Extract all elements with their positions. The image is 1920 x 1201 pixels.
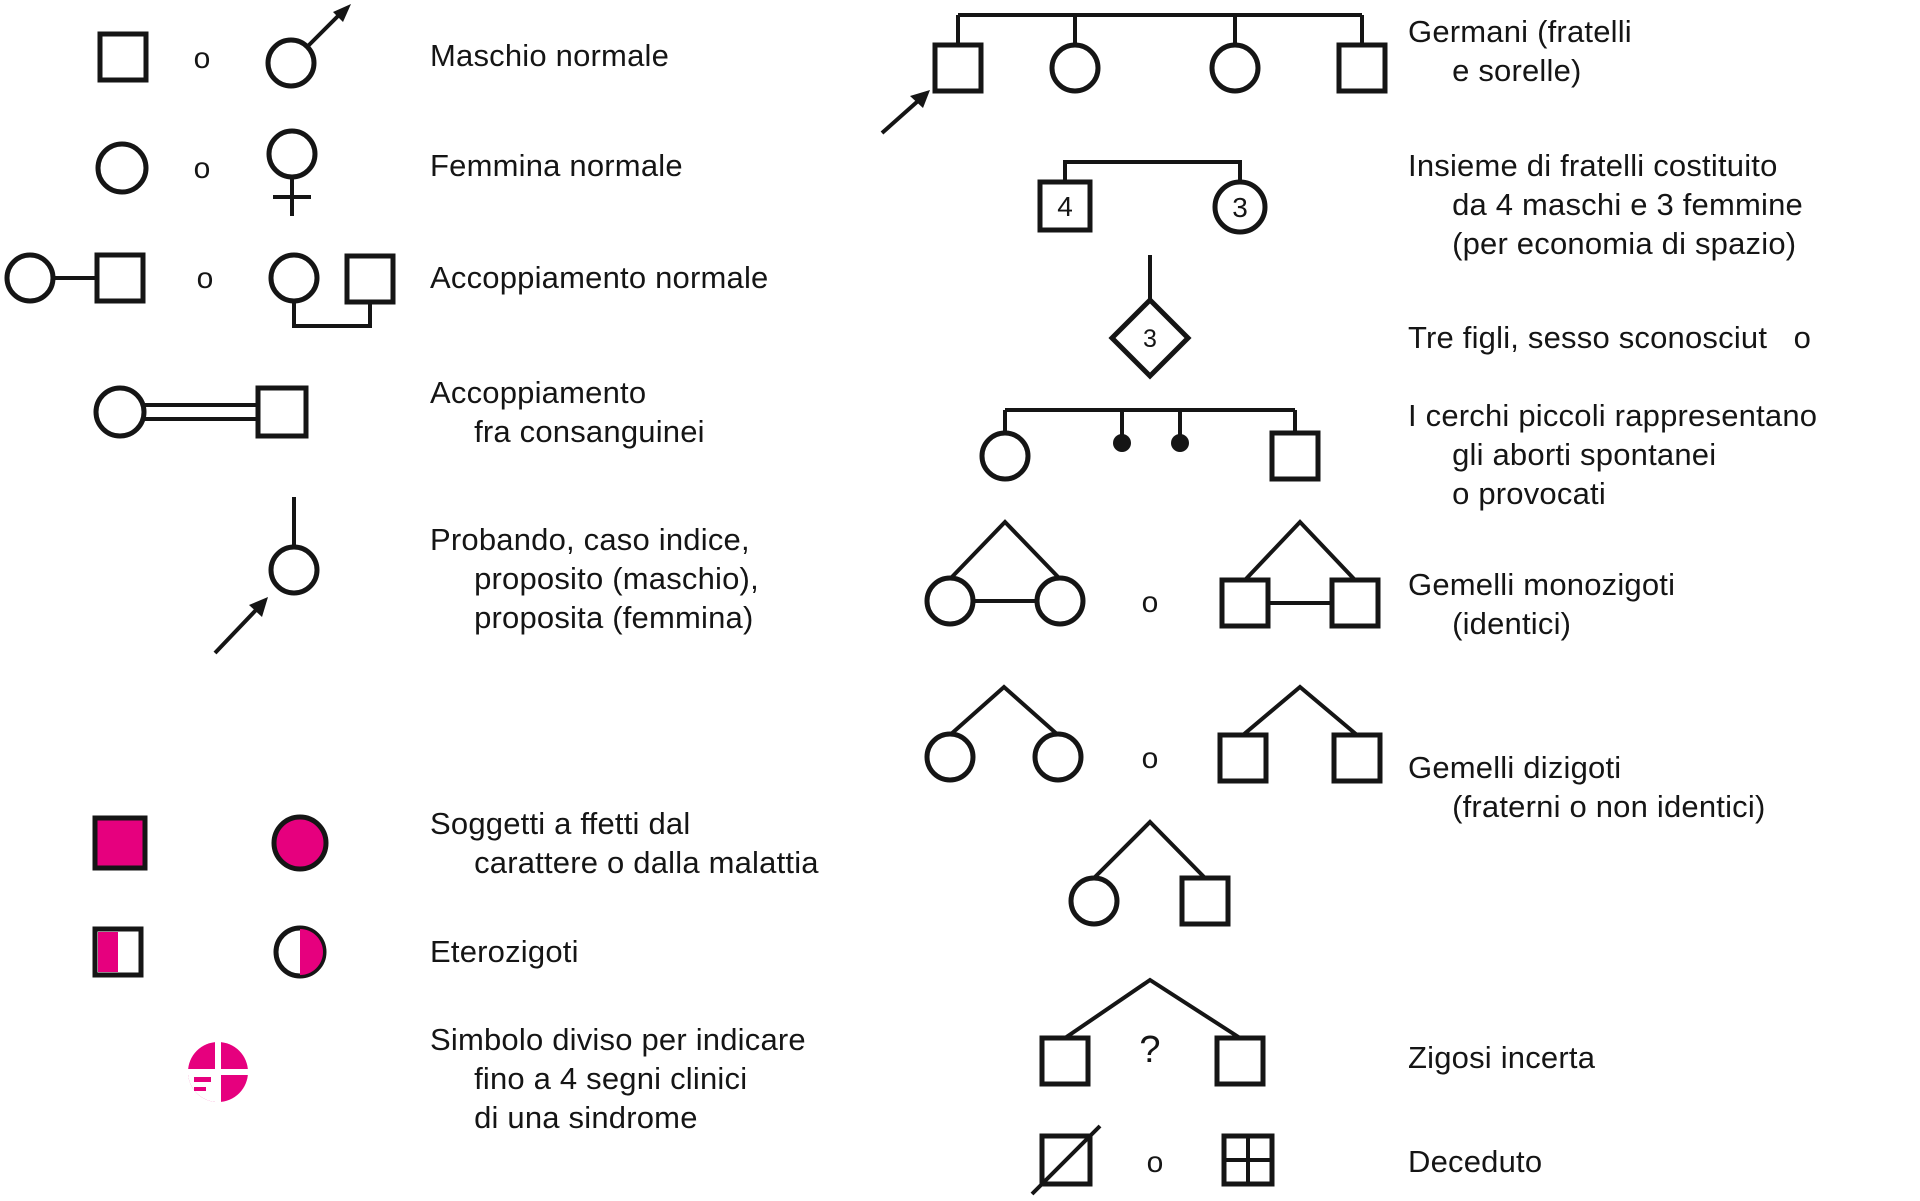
- label-siblings: Germani (fratelli e sorelle): [1408, 14, 1632, 88]
- label-dizygotic: Gemelli dizigoti (fraterni o non identic…: [1408, 750, 1766, 824]
- uncertain-zygosity-mark: ?: [1139, 1029, 1160, 1071]
- proband-arrow-head: [249, 597, 268, 617]
- affected-symbols: [92, 814, 329, 872]
- twin-fork: [1092, 819, 1207, 880]
- label-divided-symbol: Simbolo diviso per indicare fino a 4 seg…: [430, 1022, 806, 1135]
- dizygotic-twins-group: o: [924, 684, 1383, 784]
- abortion-dot-2: [1171, 434, 1189, 452]
- female-count-circle: [1212, 179, 1268, 235]
- label-uncertain-zygosity: Zigosi incerta: [1408, 1040, 1596, 1075]
- unknown-sex-children-group: 3: [1108, 255, 1192, 380]
- male-count-square: [1037, 179, 1093, 233]
- divided-clinical-mark-2: [194, 1087, 206, 1091]
- consanguineous-circle: [93, 385, 147, 439]
- twin-square: [1179, 875, 1231, 927]
- abortions-group: [979, 408, 1321, 482]
- sibling-circle: [979, 430, 1031, 482]
- deceased-slash: [1030, 1124, 1102, 1196]
- twin-circle: [1068, 875, 1120, 927]
- twin-square-2: [1329, 577, 1381, 629]
- heterozygote-circle-fill: [300, 929, 323, 975]
- female-circle-icon: [95, 141, 149, 195]
- label-monozygotic: Gemelli monozigoti (identici): [1408, 567, 1676, 641]
- heterozygote-square-fill: [98, 932, 118, 972]
- twin-fork-right: [1241, 684, 1359, 737]
- twin-fork: [1063, 977, 1242, 1040]
- twin-circle-2: [1034, 575, 1086, 627]
- mixed-sex-twins-group: [1068, 819, 1231, 927]
- sibling-square-1: [932, 42, 984, 94]
- label-male-normal: Maschio normale: [430, 38, 670, 73]
- twin-square-2: [1214, 1035, 1266, 1087]
- male-square-icon: [97, 31, 149, 83]
- twin-fork-left: [948, 519, 1062, 581]
- sibship-summary-group: 4 3: [1037, 160, 1268, 235]
- mars-arrow-shaft: [305, 12, 342, 49]
- mating-under-bracket: [292, 301, 372, 328]
- separator-o: o: [194, 152, 211, 185]
- mars-arrow-head: [333, 4, 351, 22]
- consanguineous-mating-symbol: [93, 385, 309, 439]
- divided-clinical-mark-1: [194, 1077, 211, 1082]
- separator-o: o: [197, 262, 214, 295]
- monozygotic-twins-group: o: [924, 519, 1381, 629]
- mating-circle-alt: [268, 252, 320, 304]
- twin-square-2: [1331, 732, 1383, 784]
- twin-circle-2: [1032, 731, 1084, 783]
- unknown-sex-diamond: [1108, 296, 1192, 380]
- sibling-circle-1: [1049, 42, 1101, 94]
- label-abortions: I cerchi piccoli rappresentano gli abort…: [1408, 398, 1818, 511]
- mating-circle: [4, 252, 56, 304]
- sibling-square: [1269, 430, 1321, 482]
- sibling-square-2: [1336, 42, 1388, 94]
- heterozygote-symbols: [92, 925, 327, 979]
- label-three-children: Tre figli, sesso sconosciut o: [1408, 320, 1812, 355]
- separator-o: o: [1142, 742, 1159, 775]
- normal-mating-symbols: o: [4, 252, 396, 328]
- abortion-dot-1: [1113, 434, 1131, 452]
- label-heterozygotes: Eterozigoti: [430, 934, 579, 969]
- siblings-group: [880, 13, 1388, 135]
- affected-square-icon: [92, 815, 148, 871]
- twin-square-1: [1217, 732, 1269, 784]
- divided-symbol: [188, 1042, 248, 1102]
- sibling-circle-2: [1209, 42, 1261, 94]
- twin-circle-1: [924, 575, 976, 627]
- separator-o: o: [194, 42, 211, 75]
- label-affected: Soggetti a ffetti dal carattere o dalla …: [430, 806, 819, 880]
- proband-symbol: [213, 497, 320, 655]
- consanguineous-square: [255, 385, 309, 439]
- proband-circle: [268, 544, 320, 596]
- normal-male-symbols: o: [97, 4, 351, 89]
- twin-square-1: [1219, 577, 1271, 629]
- separator-o: o: [1147, 1146, 1164, 1179]
- twin-fork-left: [948, 684, 1060, 737]
- affected-circle-icon: [271, 814, 329, 872]
- sibship-bracket: [1063, 160, 1242, 182]
- twin-fork-right: [1243, 519, 1357, 582]
- mating-square-alt: [344, 253, 396, 305]
- deceased-group: o: [1030, 1124, 1275, 1196]
- label-consanguineous: Accoppiamento fra consanguinei: [430, 375, 705, 449]
- male-count-number: 4: [1057, 191, 1073, 222]
- label-sibship-summary: Insieme di fratelli costituito da 4 masc…: [1408, 148, 1803, 261]
- normal-female-symbols: o: [95, 128, 318, 216]
- label-proband: Probando, caso indice, proposito (maschi…: [430, 522, 759, 635]
- label-mating-normal: Accoppiamento normale: [430, 260, 769, 295]
- twin-circle-1: [924, 731, 976, 783]
- separator-o: o: [1142, 586, 1159, 619]
- label-female-normal: Femmina normale: [430, 148, 683, 183]
- unknown-sex-number: 3: [1143, 325, 1157, 353]
- proband-arrow-shaft: [213, 608, 258, 655]
- uncertain-zygosity-group: ?: [1039, 977, 1266, 1087]
- label-deceased: Deceduto: [1408, 1144, 1543, 1179]
- female-count-number: 3: [1232, 192, 1248, 223]
- twin-square-1: [1039, 1035, 1091, 1087]
- proband-arrow-head: [910, 90, 930, 108]
- venus-symbol-circle: [266, 128, 318, 180]
- proband-arrow-shaft: [880, 99, 920, 135]
- mars-symbol-circle: [265, 37, 317, 89]
- mating-square: [94, 252, 146, 304]
